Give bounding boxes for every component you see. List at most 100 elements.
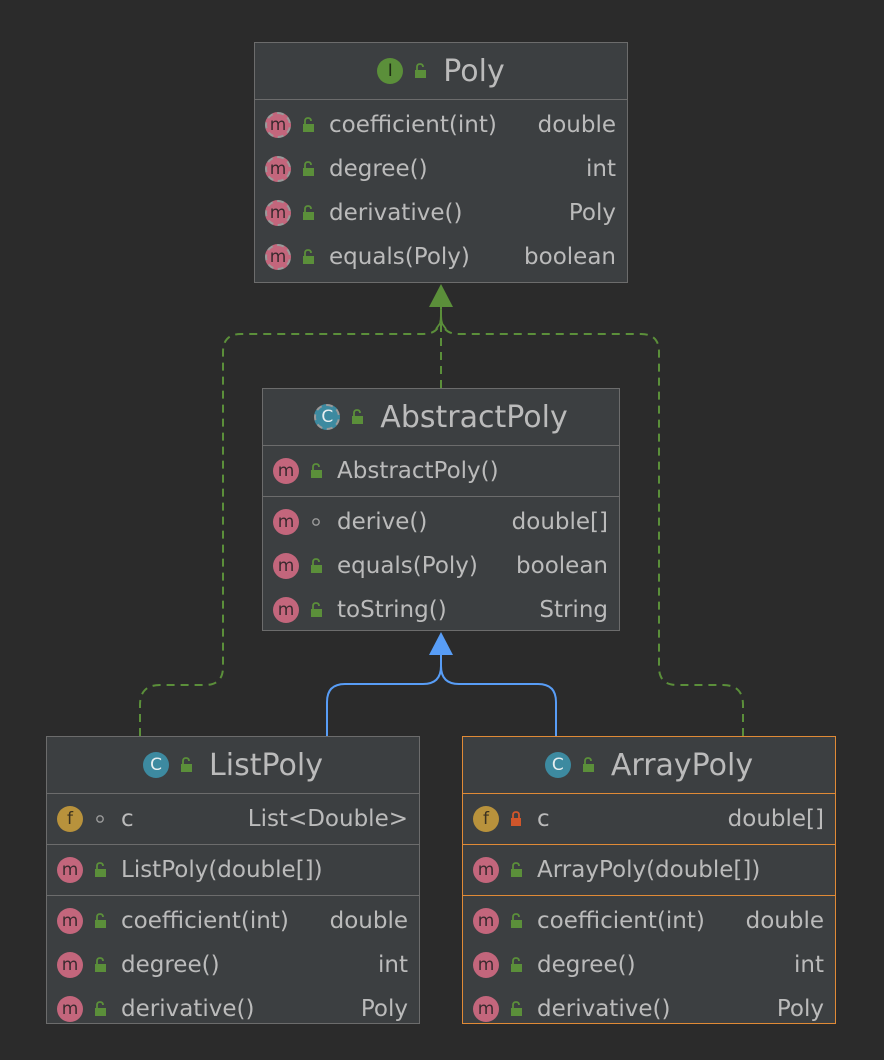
- method-icon: m: [57, 908, 83, 934]
- field-name: c: [121, 806, 134, 832]
- public-lock-open-icon: [507, 999, 525, 1019]
- method-row[interactable]: m degree() int: [47, 943, 419, 987]
- public-lock-open-icon: [91, 860, 109, 880]
- method-row[interactable]: m derivative() Poly: [463, 987, 835, 1031]
- method-name: equals(Poly): [329, 244, 470, 270]
- class-header: C AbstractPoly: [263, 389, 619, 446]
- fields-section: f c double[]: [463, 794, 835, 845]
- method-name: degree(): [329, 156, 428, 182]
- method-row[interactable]: m derive() double[]: [263, 500, 619, 544]
- method-row[interactable]: m equals(Poly) boolean: [255, 235, 627, 279]
- public-lock-open-icon: [299, 159, 317, 179]
- return-type: double[]: [511, 509, 608, 535]
- return-type: Poly: [568, 200, 616, 226]
- method-row[interactable]: m toString() String: [263, 588, 619, 632]
- class-box-abstractpoly[interactable]: C AbstractPoly m AbstractPoly() m derive…: [262, 388, 620, 631]
- public-lock-open-icon: [177, 755, 195, 775]
- public-lock-open-icon: [507, 955, 525, 975]
- constructors-section: m ListPoly(double[]): [47, 845, 419, 896]
- field-name: c: [537, 806, 550, 832]
- class-box-poly[interactable]: I Poly m coefficient(int) double m degre…: [254, 42, 628, 283]
- method-icon: m: [57, 857, 83, 883]
- public-lock-open-icon: [91, 999, 109, 1019]
- constructor-row[interactable]: m ListPoly(double[]): [47, 848, 419, 892]
- extends-arrowhead: [429, 632, 453, 655]
- return-type: int: [586, 156, 616, 182]
- extends-edge-listpoly: [326, 655, 442, 736]
- methods-section: m coefficient(int) double m degree() int…: [47, 896, 419, 1034]
- abstract-class-icon: C: [314, 404, 341, 430]
- method-icon: m: [57, 996, 83, 1022]
- implements-arrowhead: [429, 284, 453, 307]
- field-row[interactable]: f c double[]: [463, 797, 835, 841]
- methods-section: m coefficient(int) double m degree() int…: [463, 896, 835, 1034]
- public-lock-open-icon: [411, 61, 429, 81]
- interface-icon: I: [377, 58, 404, 84]
- method-icon: m: [265, 112, 291, 138]
- return-type: int: [794, 952, 824, 978]
- extends-edge-arraypoly: [440, 655, 557, 736]
- class-box-arraypoly[interactable]: C ArrayPoly f c double[] m ArrayPoly(dou…: [462, 736, 836, 1024]
- public-lock-open-icon: [91, 911, 109, 931]
- method-name: equals(Poly): [337, 553, 478, 579]
- public-lock-open-icon: [348, 407, 366, 427]
- public-lock-open-icon: [507, 860, 525, 880]
- return-type: int: [378, 952, 408, 978]
- field-row[interactable]: f c List<Double>: [47, 797, 419, 841]
- class-header: I Poly: [255, 43, 627, 100]
- class-box-listpoly[interactable]: C ListPoly f c List<Double> m ListPoly(d…: [46, 736, 420, 1024]
- private-lock-icon: [507, 809, 525, 829]
- public-lock-open-icon: [307, 556, 325, 576]
- public-lock-open-icon: [91, 955, 109, 975]
- method-name: derivative(): [121, 996, 255, 1022]
- package-private-dot-icon: [307, 512, 325, 532]
- method-row[interactable]: m derivative() Poly: [255, 191, 627, 235]
- fields-section: f c List<Double>: [47, 794, 419, 845]
- methods-section: m derive() double[] m equals(Poly) boole…: [263, 497, 619, 635]
- method-row[interactable]: m derivative() Poly: [47, 987, 419, 1031]
- method-name: degree(): [537, 952, 636, 978]
- method-icon: m: [473, 908, 499, 934]
- field-type: List<Double>: [247, 806, 408, 832]
- method-name: degree(): [121, 952, 220, 978]
- public-lock-open-icon: [579, 755, 597, 775]
- method-icon: m: [273, 509, 299, 535]
- return-type: boolean: [524, 244, 616, 270]
- method-icon: m: [265, 156, 291, 182]
- class-name: ArrayPoly: [610, 747, 754, 783]
- method-name: derivative(): [329, 200, 463, 226]
- public-lock-open-icon: [299, 247, 317, 267]
- method-row[interactable]: m coefficient(int) double: [47, 899, 419, 943]
- methods-section: m coefficient(int) double m degree() int…: [255, 100, 627, 282]
- method-row[interactable]: m degree() int: [255, 147, 627, 191]
- method-row[interactable]: m equals(Poly) boolean: [263, 544, 619, 588]
- method-icon: m: [473, 952, 499, 978]
- constructor-row[interactable]: m AbstractPoly(): [263, 449, 619, 493]
- method-name: derivative(): [537, 996, 671, 1022]
- method-icon: m: [273, 553, 299, 579]
- return-type: double: [537, 112, 616, 138]
- implements-edge-arraypoly: [440, 307, 744, 736]
- public-lock-open-icon: [307, 600, 325, 620]
- method-name: toString(): [337, 597, 447, 623]
- package-private-dot-icon: [91, 809, 109, 829]
- method-row[interactable]: m coefficient(int) double: [255, 103, 627, 147]
- method-icon: m: [273, 597, 299, 623]
- method-row[interactable]: m coefficient(int) double: [463, 899, 835, 943]
- method-name: coefficient(int): [537, 908, 705, 934]
- class-header: C ListPoly: [47, 737, 419, 794]
- implements-arrow-tip-mark: [435, 320, 447, 330]
- class-header: C ArrayPoly: [463, 737, 835, 794]
- constructor-name: AbstractPoly(): [337, 458, 499, 484]
- return-type: Poly: [360, 996, 408, 1022]
- constructor-name: ArrayPoly(double[]): [537, 857, 761, 883]
- method-row[interactable]: m degree() int: [463, 943, 835, 987]
- return-type: String: [539, 597, 608, 623]
- constructors-section: m AbstractPoly(): [263, 446, 619, 497]
- constructor-name: ListPoly(double[]): [121, 857, 323, 883]
- public-lock-open-icon: [507, 911, 525, 931]
- method-icon: m: [473, 996, 499, 1022]
- field-type: double[]: [727, 806, 824, 832]
- constructor-row[interactable]: m ArrayPoly(double[]): [463, 848, 835, 892]
